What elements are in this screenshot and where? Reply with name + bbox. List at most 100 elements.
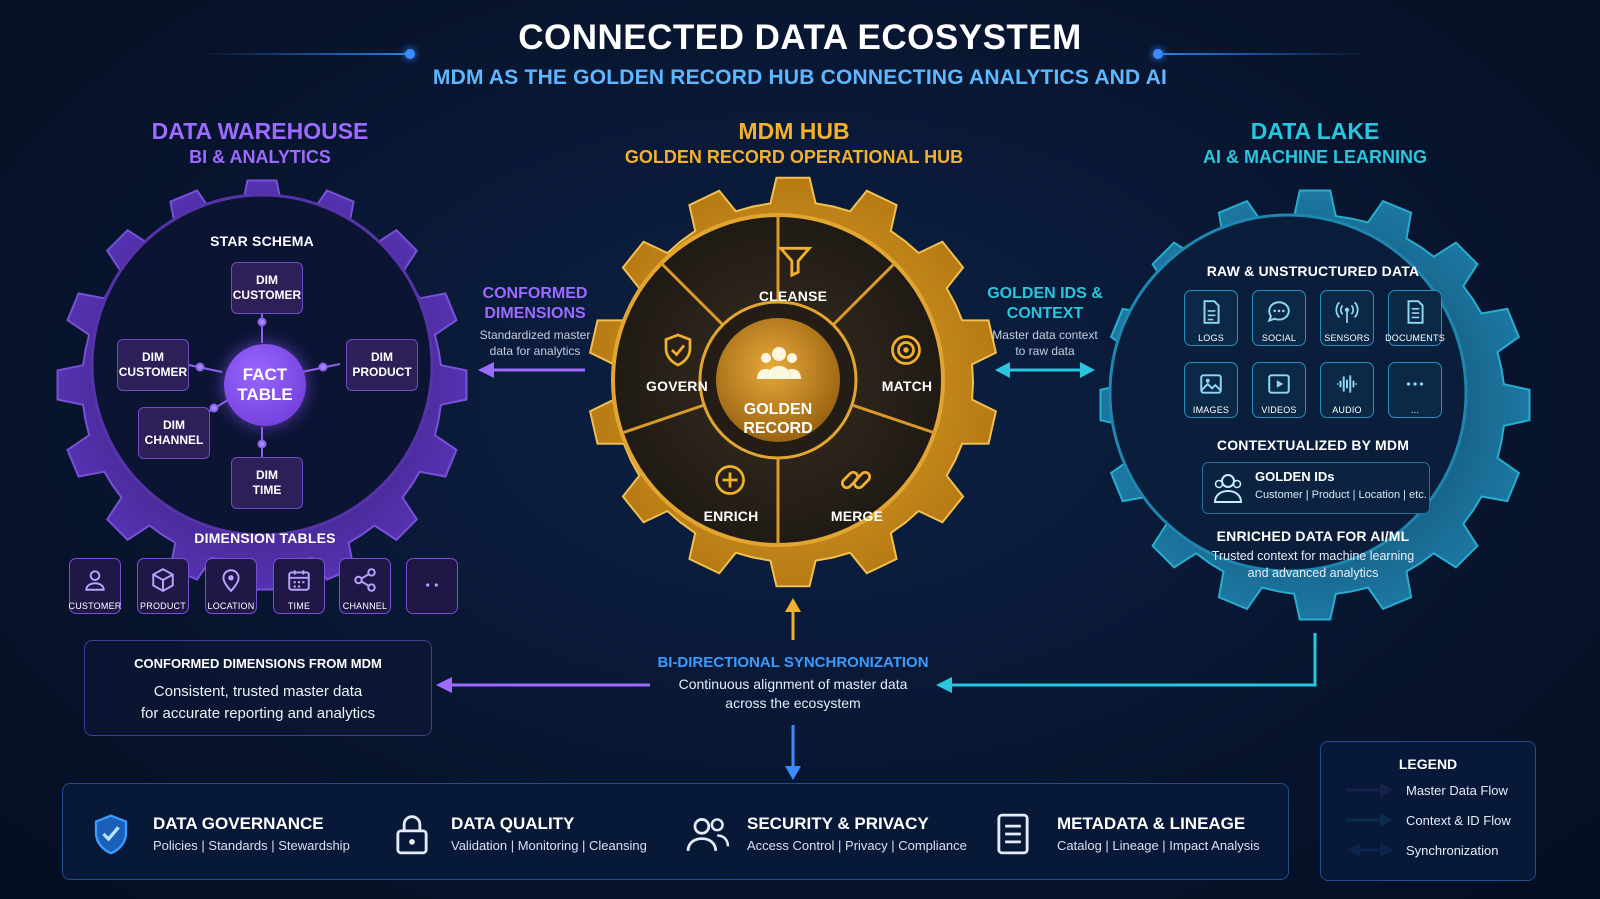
hub-merge[interactable] bbox=[838, 462, 874, 503]
table-location[interactable]: LOCATION bbox=[205, 558, 257, 614]
hub-cleanse-label: CLEANSE bbox=[758, 288, 828, 304]
source-sensors[interactable]: SENSORS bbox=[1320, 290, 1374, 346]
legend-sync: Synchronization bbox=[1406, 843, 1499, 858]
hub-match-label: MATCH bbox=[881, 378, 933, 394]
title-decor-left-line bbox=[200, 53, 410, 55]
golden-ids-title: GOLDEN IDs bbox=[1255, 469, 1335, 484]
shield-check-icon bbox=[94, 814, 128, 855]
golden-ids-flow-label: GOLDEN IDS &CONTEXT bbox=[987, 285, 1103, 322]
hub-subtitle: GOLDEN RECORD OPERATIONAL HUB bbox=[624, 147, 964, 167]
person-badge-icon bbox=[1213, 474, 1243, 503]
user-icon bbox=[85, 570, 105, 591]
pillar-security-sub: Access Control | Privacy | Compliance bbox=[747, 838, 967, 853]
shield-check-icon bbox=[664, 333, 692, 367]
pillar-quality[interactable] bbox=[393, 812, 431, 861]
pillar-quality-title: DATA QUALITY bbox=[451, 814, 575, 833]
hub-enrich[interactable] bbox=[712, 462, 748, 503]
source-audio[interactable]: AUDIO bbox=[1320, 362, 1374, 418]
cube-icon bbox=[152, 568, 174, 592]
pillar-governance-sub: Policies | Standards | Stewardship bbox=[153, 838, 350, 853]
list-document-icon bbox=[997, 813, 1029, 855]
waveform-icon bbox=[1337, 375, 1357, 393]
legend-master-flow: Master Data Flow bbox=[1406, 783, 1508, 798]
hub-title: MDM HUB bbox=[738, 118, 850, 144]
title-decor-right-dot bbox=[1153, 49, 1163, 59]
warehouse-title: DATA WAREHOUSE bbox=[151, 118, 369, 144]
more-icon bbox=[426, 583, 438, 587]
raw-data-label: RAW & UNSTRUCTURED DATA bbox=[1206, 263, 1420, 279]
target-icon bbox=[891, 335, 921, 365]
enriched-title: ENRICHED DATA FOR AI/ML bbox=[1216, 528, 1410, 544]
title-decor-right-line bbox=[1160, 53, 1370, 55]
page-subtitle: MDM AS THE GOLDEN RECORD HUB CONNECTING … bbox=[432, 66, 1168, 89]
hub-match[interactable] bbox=[888, 332, 924, 373]
calendar-icon bbox=[288, 570, 310, 591]
pillar-metadata[interactable] bbox=[995, 812, 1031, 861]
document-icon bbox=[1203, 300, 1220, 324]
star-schema-label: STAR SCHEMA bbox=[210, 233, 314, 249]
source-social[interactable]: SOCIAL bbox=[1252, 290, 1306, 346]
chat-icon bbox=[1267, 301, 1290, 323]
table-customer[interactable]: CUSTOMER bbox=[69, 558, 121, 614]
plus-circle-icon bbox=[715, 465, 745, 495]
hub-govern-label: GOVERN bbox=[646, 378, 708, 394]
hub-cleanse[interactable] bbox=[776, 242, 814, 285]
source-images[interactable]: IMAGES bbox=[1184, 362, 1238, 418]
conformed-panel: CONFORMED DIMENSIONS FROM MDM Consistent… bbox=[84, 640, 432, 736]
page-title: CONNECTED DATA ECOSYSTEM bbox=[518, 18, 1082, 57]
pillar-metadata-title: METADATA & LINEAGE bbox=[1057, 814, 1246, 833]
file-icon bbox=[1407, 300, 1424, 324]
pillar-quality-sub: Validation | Monitoring | Cleansing bbox=[451, 838, 647, 853]
legend-title: LEGEND bbox=[1398, 756, 1458, 772]
hub-govern[interactable] bbox=[660, 332, 696, 373]
pillar-governance[interactable] bbox=[91, 812, 131, 861]
golden-ids-sub: Customer | Product | Location | etc. bbox=[1255, 489, 1427, 501]
golden-record-icon bbox=[756, 345, 802, 388]
hub-gear bbox=[588, 176, 998, 588]
dimension-tables-label: DIMENSION TABLES bbox=[194, 530, 336, 546]
pillar-metadata-sub: Catalog | Lineage | Impact Analysis bbox=[1057, 838, 1260, 853]
funnel-icon bbox=[777, 246, 813, 278]
source-documents[interactable]: DOCUMENTS bbox=[1385, 290, 1445, 346]
table-product[interactable]: PRODUCT bbox=[137, 558, 189, 614]
pillar-security[interactable] bbox=[685, 814, 731, 859]
pillar-governance-title: DATA GOVERNANCE bbox=[153, 814, 324, 833]
table-time[interactable]: TIME bbox=[273, 558, 325, 614]
table-channel[interactable]: CHANNEL bbox=[339, 558, 391, 614]
signal-icon bbox=[1335, 301, 1359, 323]
legend-context-flow: Context & ID Flow bbox=[1406, 813, 1511, 828]
pillars-bar: DATA GOVERNANCE Policies | Standards | S… bbox=[62, 783, 1289, 880]
warehouse-subtitle: BI & ANALYTICS bbox=[189, 147, 331, 167]
conformed-panel-title: CONFORMED DIMENSIONS FROM MDM bbox=[134, 656, 382, 671]
location-pin-icon bbox=[222, 569, 240, 593]
hub-merge-label: MERGE bbox=[830, 508, 884, 524]
source-logs[interactable]: LOGS bbox=[1184, 290, 1238, 346]
hub-enrich-label: ENRICH bbox=[703, 508, 759, 524]
contextualized-label: CONTEXTUALIZED BY MDM bbox=[1216, 437, 1410, 453]
play-icon bbox=[1268, 374, 1290, 394]
table-more[interactable] bbox=[406, 558, 458, 614]
golden-ids-card[interactable]: GOLDEN IDs Customer | Product | Location… bbox=[1202, 462, 1430, 514]
sync-title: BI-DIRECTIONAL SYNCHRONIZATION bbox=[657, 654, 929, 671]
people-group-icon bbox=[757, 347, 801, 379]
users-icon bbox=[686, 818, 730, 851]
legend-panel: LEGEND Master Data Flow Context & ID Flo… bbox=[1320, 741, 1536, 881]
more-icon bbox=[1406, 382, 1424, 386]
title-decor-left-dot bbox=[405, 49, 415, 59]
source-more[interactable]: ... bbox=[1388, 362, 1442, 418]
share-icon bbox=[354, 568, 376, 592]
source-videos[interactable]: VIDEOS bbox=[1252, 362, 1306, 418]
pillar-security-title: SECURITY & PRIVACY bbox=[747, 814, 929, 833]
link-icon bbox=[840, 470, 872, 490]
